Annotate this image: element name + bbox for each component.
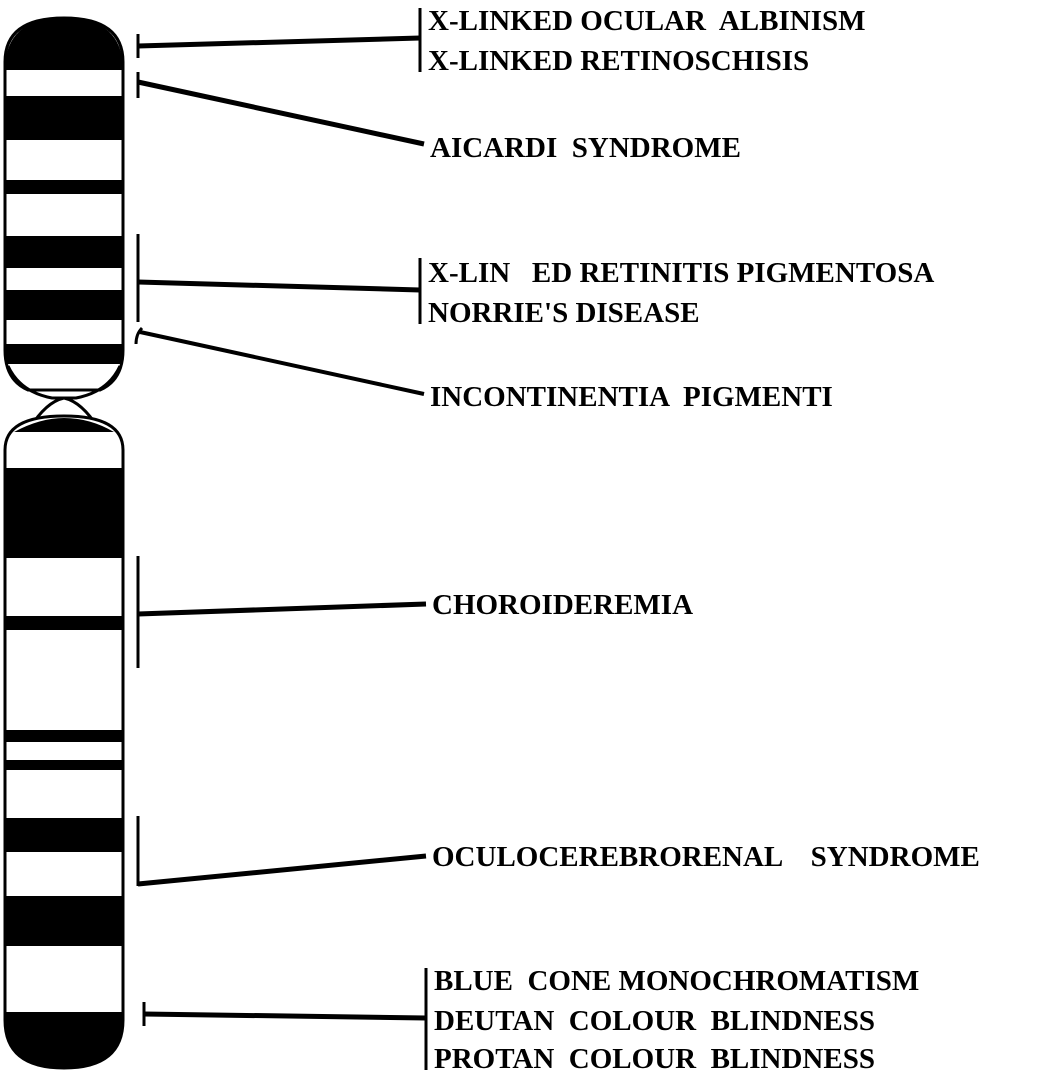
leader-line <box>138 82 424 144</box>
q-arm-band <box>5 896 123 946</box>
annotation-lines <box>136 8 426 1070</box>
label-norries-disease: NORRIE'S DISEASE <box>428 297 700 329</box>
leader-line <box>140 332 424 394</box>
p-arm-band <box>5 236 123 268</box>
chromosome-p-arm <box>5 18 123 390</box>
q-arm-band <box>5 818 123 852</box>
q-arm-band <box>5 616 123 630</box>
leader-line <box>138 604 426 614</box>
q-arm-band <box>5 760 123 770</box>
p-arm-band <box>5 344 123 364</box>
leader-line <box>144 1014 426 1018</box>
label-blue-cone-monochromatism: BLUE CONE MONOCHROMATISM <box>434 965 919 997</box>
p-arm-band <box>5 290 123 320</box>
label-choroideremia: CHOROIDEREMIA <box>432 589 693 621</box>
label-aicardi-syndrome: AICARDI SYNDROME <box>430 132 741 164</box>
label-ocular-albinism: X-LINKED OCULAR ALBINISM <box>428 5 865 37</box>
q-arm-band <box>5 730 123 742</box>
label-oculocerebrorenal-syndrome: OCULOCEREBRORENAL SYNDROME <box>432 841 980 873</box>
label-retinoschisis: X-LINKED RETINOSCHISIS <box>428 45 809 77</box>
disease-labels: X-LINKED OCULAR ALBINISM X-LINKED RETINO… <box>428 5 980 1075</box>
label-retinitis-pigmentosa: X-LIN ED RETINITIS PIGMENTOSA <box>428 257 934 289</box>
leader-line <box>138 856 426 884</box>
q-arm-band <box>5 468 123 558</box>
p-arm-outline <box>5 18 123 390</box>
p-arm-band <box>5 96 123 140</box>
label-protan-colour-blindness: PROTAN COLOUR BLINDNESS <box>434 1043 875 1075</box>
chromosome-q-arm <box>5 416 123 1068</box>
label-incontinentia-pigmenti: INCONTINENTIA PIGMENTI <box>430 381 833 413</box>
p-arm-band <box>5 180 123 194</box>
leader-line <box>138 38 420 46</box>
leader-line <box>138 282 420 290</box>
label-deutan-colour-blindness: DEUTAN COLOUR BLINDNESS <box>434 1005 875 1037</box>
